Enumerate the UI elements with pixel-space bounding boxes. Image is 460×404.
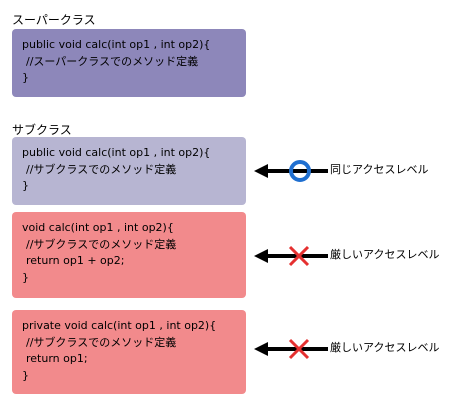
access-comparison-stricter: 厳しいアクセスレベル [250, 244, 460, 268]
code-line: public void calc(int op1 , int op2){ [22, 38, 211, 51]
code-line: return op1 + op2; [26, 254, 125, 267]
code-line: public void calc(int op1 , int op2){ [22, 146, 211, 159]
code-line: } [22, 270, 29, 284]
code-line: private void calc(int op1 , int op2){ [22, 319, 217, 332]
access-level-label: 厳しいアクセスレベル [330, 248, 440, 261]
code-comment: //サブクラスでのメソッド定義 [26, 237, 177, 251]
superclass-heading: スーパークラス [12, 13, 96, 27]
access-level-label: 厳しいアクセスレベル [330, 341, 440, 354]
left-arrow-icon [254, 338, 328, 360]
cross-mark-icon [288, 245, 310, 267]
circle-mark-icon [289, 160, 311, 182]
subclass-public-method-box: public void calc(int op1 , int op2){ //サ… [12, 137, 246, 205]
code-comment: //サブクラスでのメソッド定義 [26, 162, 177, 176]
access-comparison-stricter: 厳しいアクセスレベル [250, 337, 460, 361]
code-comment: //サブクラスでのメソッド定義 [26, 335, 177, 349]
cross-mark-icon [288, 338, 310, 360]
code-line: return op1; [26, 352, 88, 365]
left-arrow-icon [254, 160, 328, 182]
access-comparison-same: 同じアクセスレベル [250, 159, 460, 183]
superclass-method-box: public void calc(int op1 , int op2){ //ス… [12, 29, 246, 97]
subclass-private-method-box: private void calc(int op1 , int op2){ //… [12, 310, 246, 394]
subclass-default-method-box: void calc(int op1 , int op2){ //サブクラスでのメ… [12, 212, 246, 298]
subclass-heading: サブクラス [12, 123, 72, 137]
access-level-label: 同じアクセスレベル [330, 163, 429, 176]
code-line: } [22, 368, 29, 382]
code-line: } [22, 71, 29, 84]
code-line: } [22, 179, 29, 192]
code-comment: //スーパークラスでのメソッド定義 [26, 54, 199, 68]
code-line: void calc(int op1 , int op2){ [22, 221, 174, 234]
left-arrow-icon [254, 245, 328, 267]
